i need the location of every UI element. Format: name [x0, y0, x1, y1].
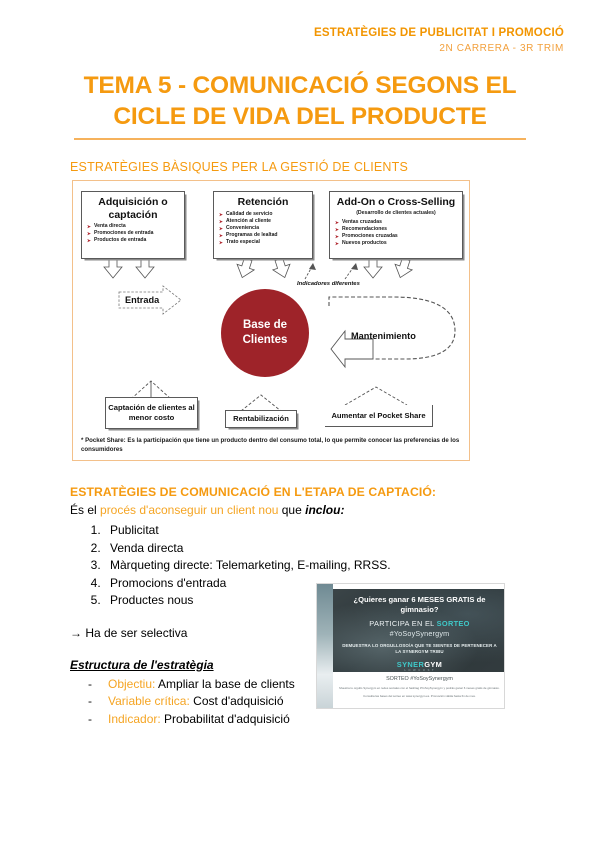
- list-item: Venta directa: [87, 223, 182, 230]
- structure-list: Objectiu: Ampliar la base de clients Var…: [86, 676, 600, 729]
- ad-hashtag: #YoSoySynergym: [389, 628, 450, 638]
- list-item: Indicador: Probabilitat d'adquisició: [86, 711, 600, 729]
- diagram-center-circle: Base de Clientes: [221, 289, 309, 377]
- list-item: Variable crítica: Cost d'adquisició: [86, 693, 600, 711]
- section-heading-captacio: ESTRATÈGIES DE COMUNICACIÓ EN L'ETAPA DE…: [70, 485, 437, 499]
- diagram-box-addon-title: Add-On o Cross-Selling: [336, 196, 456, 208]
- ad-left-gradient-strip: [317, 584, 333, 708]
- list-item: Publicitat: [104, 522, 600, 540]
- structure-key: Variable crítica:: [108, 694, 190, 708]
- list-item: Recomendaciones: [335, 226, 460, 233]
- structure-heading: Estructura de l'estratègia: [70, 657, 214, 672]
- lead-highlight: procés d'aconseguir un client nou: [100, 503, 279, 517]
- logo-part-a: SYNER: [396, 660, 425, 670]
- section2-lead: És el procés d'aconseguir un client nou …: [70, 502, 600, 518]
- structure-key: Indicador:: [108, 711, 161, 726]
- selectivity-note: → Ha de ser selectiva: [70, 625, 188, 640]
- page-title-line1: TEMA 5 - COMUNICACIÓ SEGONS EL: [83, 72, 517, 99]
- diagram-box-retention-title: Retención: [237, 196, 289, 208]
- diagram-box-retention-list: Calidad de servicio Atención al cliente …: [214, 210, 312, 249]
- diagram-outcome-profitability: Rentabilización: [225, 410, 297, 428]
- structure-value: Probabilitat d'adquisició: [160, 711, 290, 726]
- diagram-box-addon: Add-On o Cross-Selling (Desarrollo de cl…: [329, 191, 463, 259]
- diagram-connectors: [103, 257, 456, 412]
- ad-headline: ¿Quieres ganar 6 MESES GRATIS de gimnasi…: [353, 595, 486, 614]
- ad-participa-pre: PARTICIPA EN EL: [369, 619, 437, 629]
- list-item: Promociones de entrada: [87, 230, 182, 237]
- structure-key: Objectiu:: [108, 676, 156, 691]
- diagram-box-retention: Retención Calidad de servicio Atención a…: [213, 191, 313, 259]
- list-item: Calidad de servicio: [219, 211, 310, 218]
- captacio-numbered-list: Publicitat Venda directa Màrqueting dire…: [104, 522, 600, 610]
- list-item: Ventas cruzadas: [335, 219, 460, 226]
- diagram-label-entrada: Entrada: [125, 295, 160, 305]
- title-underline: [74, 138, 526, 140]
- circle-line1: Base de: [242, 319, 288, 331]
- page-title-line2: CICLE DE VIDA DEL PRODUCTE: [113, 103, 487, 130]
- ad-fine-print-line2: Consulta las bases del sorteo en www.syn…: [363, 694, 476, 698]
- synergym-logo: SYNERGYM: [333, 655, 504, 670]
- lead-pre: És el: [70, 503, 101, 517]
- list-item: Objectiu: Ampliar la base de clients: [86, 676, 600, 694]
- list-item: Productes nous: [104, 592, 600, 610]
- list-item: Venda directa: [104, 540, 600, 558]
- list-item: Atención al cliente: [219, 218, 310, 225]
- list-item: Programas de lealtad: [219, 232, 310, 239]
- synergym-ad-image: ¿Quieres ganar 6 MESES GRATIS de gimnasi…: [316, 583, 505, 709]
- logo-tagline: L O W C O S T: [404, 669, 435, 672]
- ad-participa-line: PARTICIPA EN EL SORTEO: [333, 614, 504, 629]
- lead-mid: que: [278, 503, 306, 517]
- logo-part-b: GYM: [424, 660, 443, 670]
- diagram-box-addon-list: Ventas cruzadas Recomendaciones Promocio…: [330, 218, 462, 250]
- diagram-footnote: * Pocket Share: Es la participación que …: [81, 437, 460, 453]
- lead-inclou: inclou:: [305, 503, 345, 517]
- ad-sorteo-word: SORTEO: [436, 619, 470, 629]
- diagram-label-indicadores: Indicadores diferentes: [297, 281, 360, 287]
- list-item: Màrqueting directe: Telemarketing, E-mai…: [104, 557, 600, 575]
- course-title: ESTRATÈGIES DE PUBLICITAT I PROMOCIÓ: [314, 27, 564, 39]
- diagram-box-acquisition: Adquisición o captación Venta directa Pr…: [81, 191, 185, 259]
- structure-value: Cost d'adquisició: [189, 694, 284, 708]
- list-item: Promociones cruzadas: [335, 233, 460, 240]
- page-title: TEMA 5 - COMUNICACIÓ SEGONS EL CICLE DE …: [0, 70, 600, 140]
- structure-value: Ampliar la base de clients: [155, 676, 295, 691]
- list-item: Nuevos productos: [335, 240, 460, 247]
- diagram-label-mantenimiento: Mantenimiento: [351, 331, 416, 341]
- list-item: Conveniencia: [219, 225, 310, 232]
- diagram-box-addon-subtitle: (Desarrollo de clientes actuales): [356, 209, 436, 216]
- diagram-outcome-pocket-share: Aumentar el Pocket Share: [325, 405, 433, 427]
- circle-line2: Clientes: [242, 334, 288, 346]
- diagram-outcome-acquisition-cost: Captación de clientes al menor costo: [105, 397, 198, 429]
- ad-fine-print-line1: Muestra tu orgullo Synergym en redes soc…: [339, 686, 500, 690]
- diagram-box-acquisition-list: Venta directa Promociones de entrada Pro…: [82, 222, 184, 247]
- section-label-basic-strategies: ESTRATÈGIES BÀSIQUES PER LA GESTIÓ DE CL…: [70, 160, 409, 174]
- list-item: Trato especial: [219, 239, 310, 246]
- document-header: ESTRATÈGIES DE PUBLICITAT I PROMOCIÓ 2N …: [0, 0, 600, 56]
- customer-management-diagram: Adquisición o captación Venta directa Pr…: [72, 180, 470, 461]
- diagram-box-acquisition-title: Adquisición o captación: [98, 196, 168, 221]
- list-item: Promocions d'entrada: [104, 575, 600, 593]
- list-item: Productos de entrada: [87, 237, 182, 244]
- ad-banner: ¿Quieres ganar 6 MESES GRATIS de gimnasi…: [333, 589, 504, 672]
- ad-caption: SORTEO #YoSoySynergym: [386, 676, 453, 682]
- ad-small-copy: DEMUESTRA LO ORGULLOSO/A QUE TE SIENTES …: [342, 642, 497, 654]
- course-subtitle: 2N CARRERA - 3R TRIM: [439, 43, 564, 54]
